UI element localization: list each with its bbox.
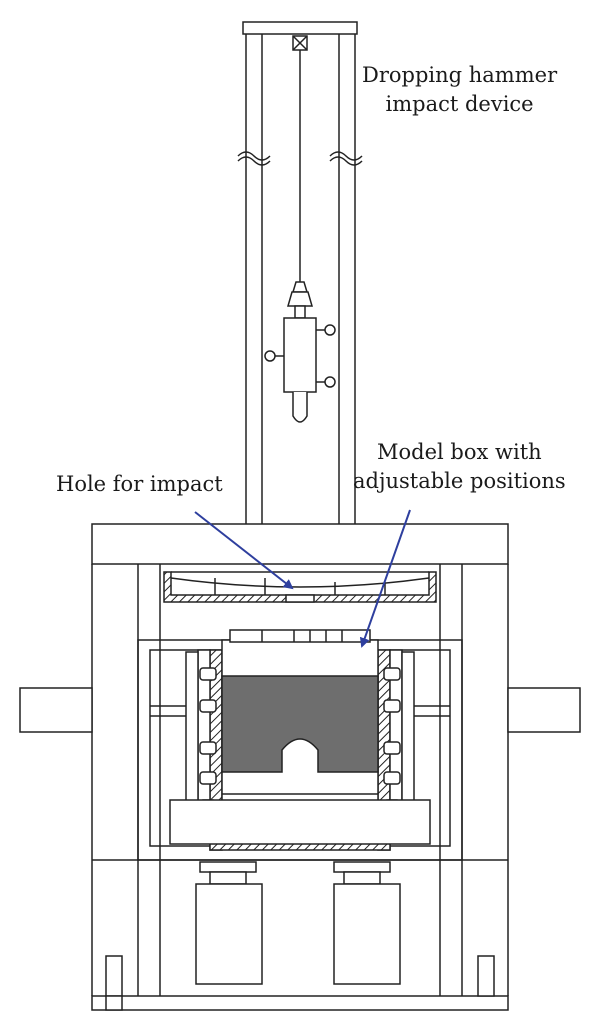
hammer-tower bbox=[237, 21, 363, 524]
right-side-handle bbox=[507, 687, 581, 733]
hammer-label-line1: Dropping hammer bbox=[362, 63, 558, 87]
right-clamps bbox=[383, 649, 415, 841]
top-beam bbox=[91, 523, 509, 565]
hole-arrow bbox=[194, 511, 294, 590]
model-box-label-line1: Model box with bbox=[377, 440, 542, 464]
hammer-label: Dropping hammer impact device bbox=[362, 61, 557, 119]
drop-hammer bbox=[264, 281, 336, 423]
model-box-label: Model box with adjustable positions bbox=[353, 438, 566, 496]
annotation-arrows bbox=[194, 509, 411, 648]
box-arrow bbox=[359, 509, 411, 648]
rock-model bbox=[221, 675, 379, 773]
hammer-label-line2: impact device bbox=[385, 92, 534, 116]
lower-base bbox=[91, 799, 509, 1011]
pulley bbox=[292, 35, 308, 51]
left-side-handle bbox=[19, 687, 93, 733]
impact-plate bbox=[163, 571, 437, 603]
hole-label: Hole for impact bbox=[56, 470, 223, 499]
hole-label-text: Hole for impact bbox=[56, 472, 223, 496]
model-box-label-line2: adjustable positions bbox=[353, 469, 566, 493]
